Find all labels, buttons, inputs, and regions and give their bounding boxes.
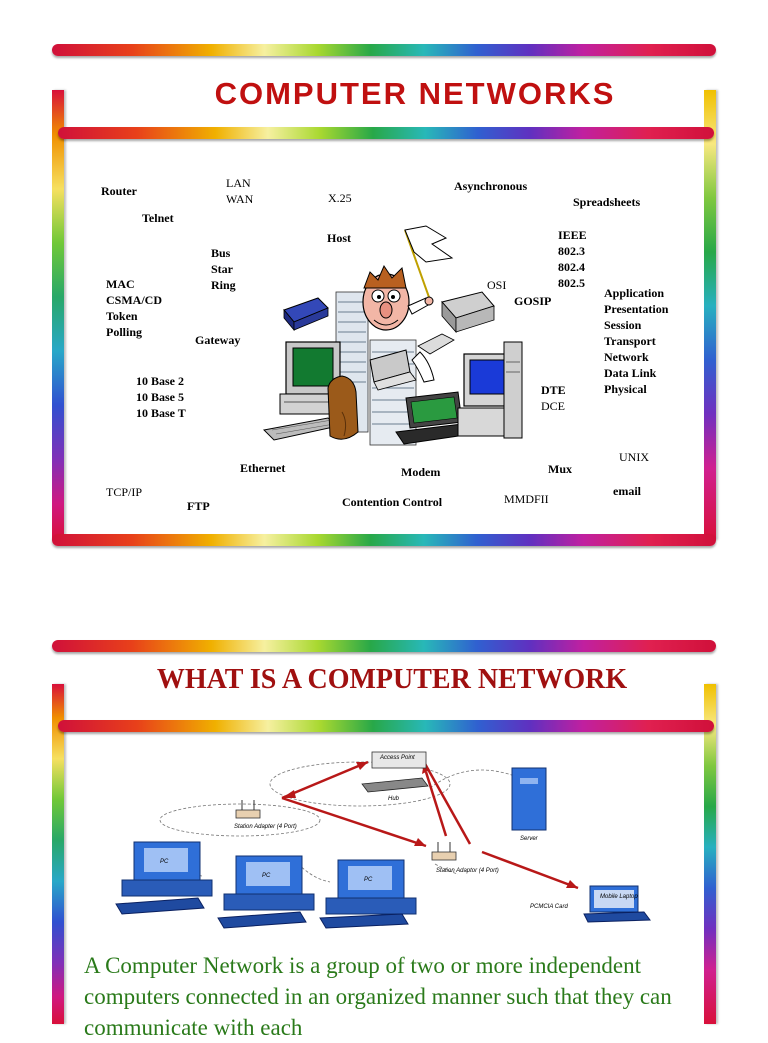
pc-2: PC bbox=[217, 855, 315, 929]
term-gosip: GOSIP bbox=[514, 294, 552, 308]
term-ieee: IEEE bbox=[558, 228, 587, 242]
station-adapter-left-label: Station Adapter (4 Port) bbox=[234, 824, 297, 830]
rainbow-side-left-2 bbox=[52, 684, 64, 1024]
rainbow-bar-under-title-1 bbox=[58, 127, 714, 139]
term-asynchronous: Asynchronous bbox=[454, 179, 528, 193]
rainbow-side-right-2 bbox=[704, 684, 716, 1024]
wireless-link bbox=[481, 850, 579, 890]
pc-2-label: PC bbox=[262, 873, 271, 879]
rainbow-bar-top-2 bbox=[52, 640, 716, 652]
term-ieee-8023: 802.3 bbox=[558, 244, 585, 258]
term-ethernet: Ethernet bbox=[240, 461, 286, 475]
wireless-link bbox=[281, 760, 369, 800]
server-label: Server bbox=[520, 836, 539, 842]
term-wan: WAN bbox=[226, 192, 254, 206]
term-physical: Physical bbox=[604, 382, 647, 396]
term-ieee-8025: 802.5 bbox=[558, 276, 585, 290]
pcmcia-label: PCMCIA Card bbox=[530, 904, 568, 910]
term-dce: DCE bbox=[541, 399, 565, 413]
term-host: Host bbox=[327, 231, 351, 245]
access-point bbox=[371, 751, 427, 769]
term-tcp-ip: TCP/IP bbox=[106, 485, 143, 499]
hub bbox=[361, 777, 429, 793]
pc-1-label: PC bbox=[160, 859, 169, 865]
access-point-label: Access Point bbox=[379, 755, 415, 761]
term-modem: Modem bbox=[401, 465, 441, 479]
term-session: Session bbox=[604, 318, 642, 332]
term-10base2: 10 Base 2 bbox=[136, 374, 184, 388]
term-bus: Bus bbox=[211, 246, 231, 260]
rainbow-side-right-1 bbox=[704, 90, 716, 540]
term-spreadsheets: Spreadsheets bbox=[573, 195, 641, 209]
term-osi: OSI bbox=[487, 278, 507, 292]
term-contention-control: Contention Control bbox=[342, 495, 443, 509]
term-x25: X.25 bbox=[328, 191, 352, 205]
mobile-laptop-label: Mobile Laptop bbox=[600, 894, 638, 900]
server bbox=[511, 767, 547, 831]
term-mmdfii: MMDFII bbox=[504, 492, 549, 506]
term-10base5: 10 Base 5 bbox=[136, 390, 184, 404]
station-adapter-right-label: Station Adaptor (4 Port) bbox=[436, 868, 499, 874]
term-transport: Transport bbox=[604, 334, 656, 348]
rainbow-bar-under-title-2 bbox=[58, 720, 714, 732]
term-polling: Polling bbox=[106, 325, 143, 339]
pc-3-label: PC bbox=[364, 877, 373, 883]
term-router: Router bbox=[101, 184, 137, 198]
wireless-link bbox=[424, 771, 448, 837]
term-email: email bbox=[613, 484, 641, 498]
rainbow-side-left-1 bbox=[52, 90, 64, 540]
term-presentation: Presentation bbox=[604, 302, 669, 316]
term-mux: Mux bbox=[548, 462, 572, 476]
term-application: Application bbox=[604, 286, 665, 300]
term-unix: UNIX bbox=[619, 450, 649, 464]
rainbow-bar-top-1 bbox=[52, 44, 716, 56]
station-cable-loop-left bbox=[159, 803, 321, 837]
pc-3: PC bbox=[319, 859, 417, 929]
slide2-title: WHAT IS A COMPUTER NETWORK bbox=[156, 664, 628, 695]
term-data-link: Data Link bbox=[604, 366, 657, 380]
term-dte: DTE bbox=[541, 383, 566, 397]
station-adapter-right bbox=[431, 851, 457, 861]
mobile-laptop: Mobile Laptop bbox=[583, 885, 651, 923]
term-mac: MAC bbox=[106, 277, 135, 291]
term-ieee-8024: 802.4 bbox=[558, 260, 585, 274]
wireless-link bbox=[281, 796, 427, 848]
hub-cable-loop bbox=[269, 761, 451, 807]
term-csma-cd: CSMA/CD bbox=[106, 293, 162, 307]
term-token: Token bbox=[106, 309, 138, 323]
network-definition: A Computer Network is a group of two or … bbox=[84, 953, 672, 1040]
term-10baseT: 10 Base T bbox=[136, 406, 186, 420]
pc-1: PC bbox=[115, 841, 213, 915]
term-network: Network bbox=[604, 350, 649, 364]
term-ftp: FTP bbox=[187, 499, 210, 513]
station-adapter-left bbox=[235, 809, 261, 819]
term-ring: Ring bbox=[211, 278, 236, 292]
hub-label: Hub bbox=[388, 796, 400, 802]
term-star: Star bbox=[211, 262, 233, 276]
network-clipart bbox=[262, 225, 523, 446]
slide1-title: COMPUTER NETWORKS bbox=[214, 76, 616, 111]
network-diagram: Access Point Hub Station Adapter (4 Port… bbox=[115, 751, 651, 929]
cable-server bbox=[429, 769, 521, 789]
rainbow-bar-bottom-1 bbox=[52, 534, 716, 546]
term-gateway: Gateway bbox=[195, 333, 241, 347]
term-lan: LAN bbox=[226, 176, 251, 190]
wireless-link bbox=[422, 761, 472, 845]
term-telnet: Telnet bbox=[142, 211, 174, 225]
